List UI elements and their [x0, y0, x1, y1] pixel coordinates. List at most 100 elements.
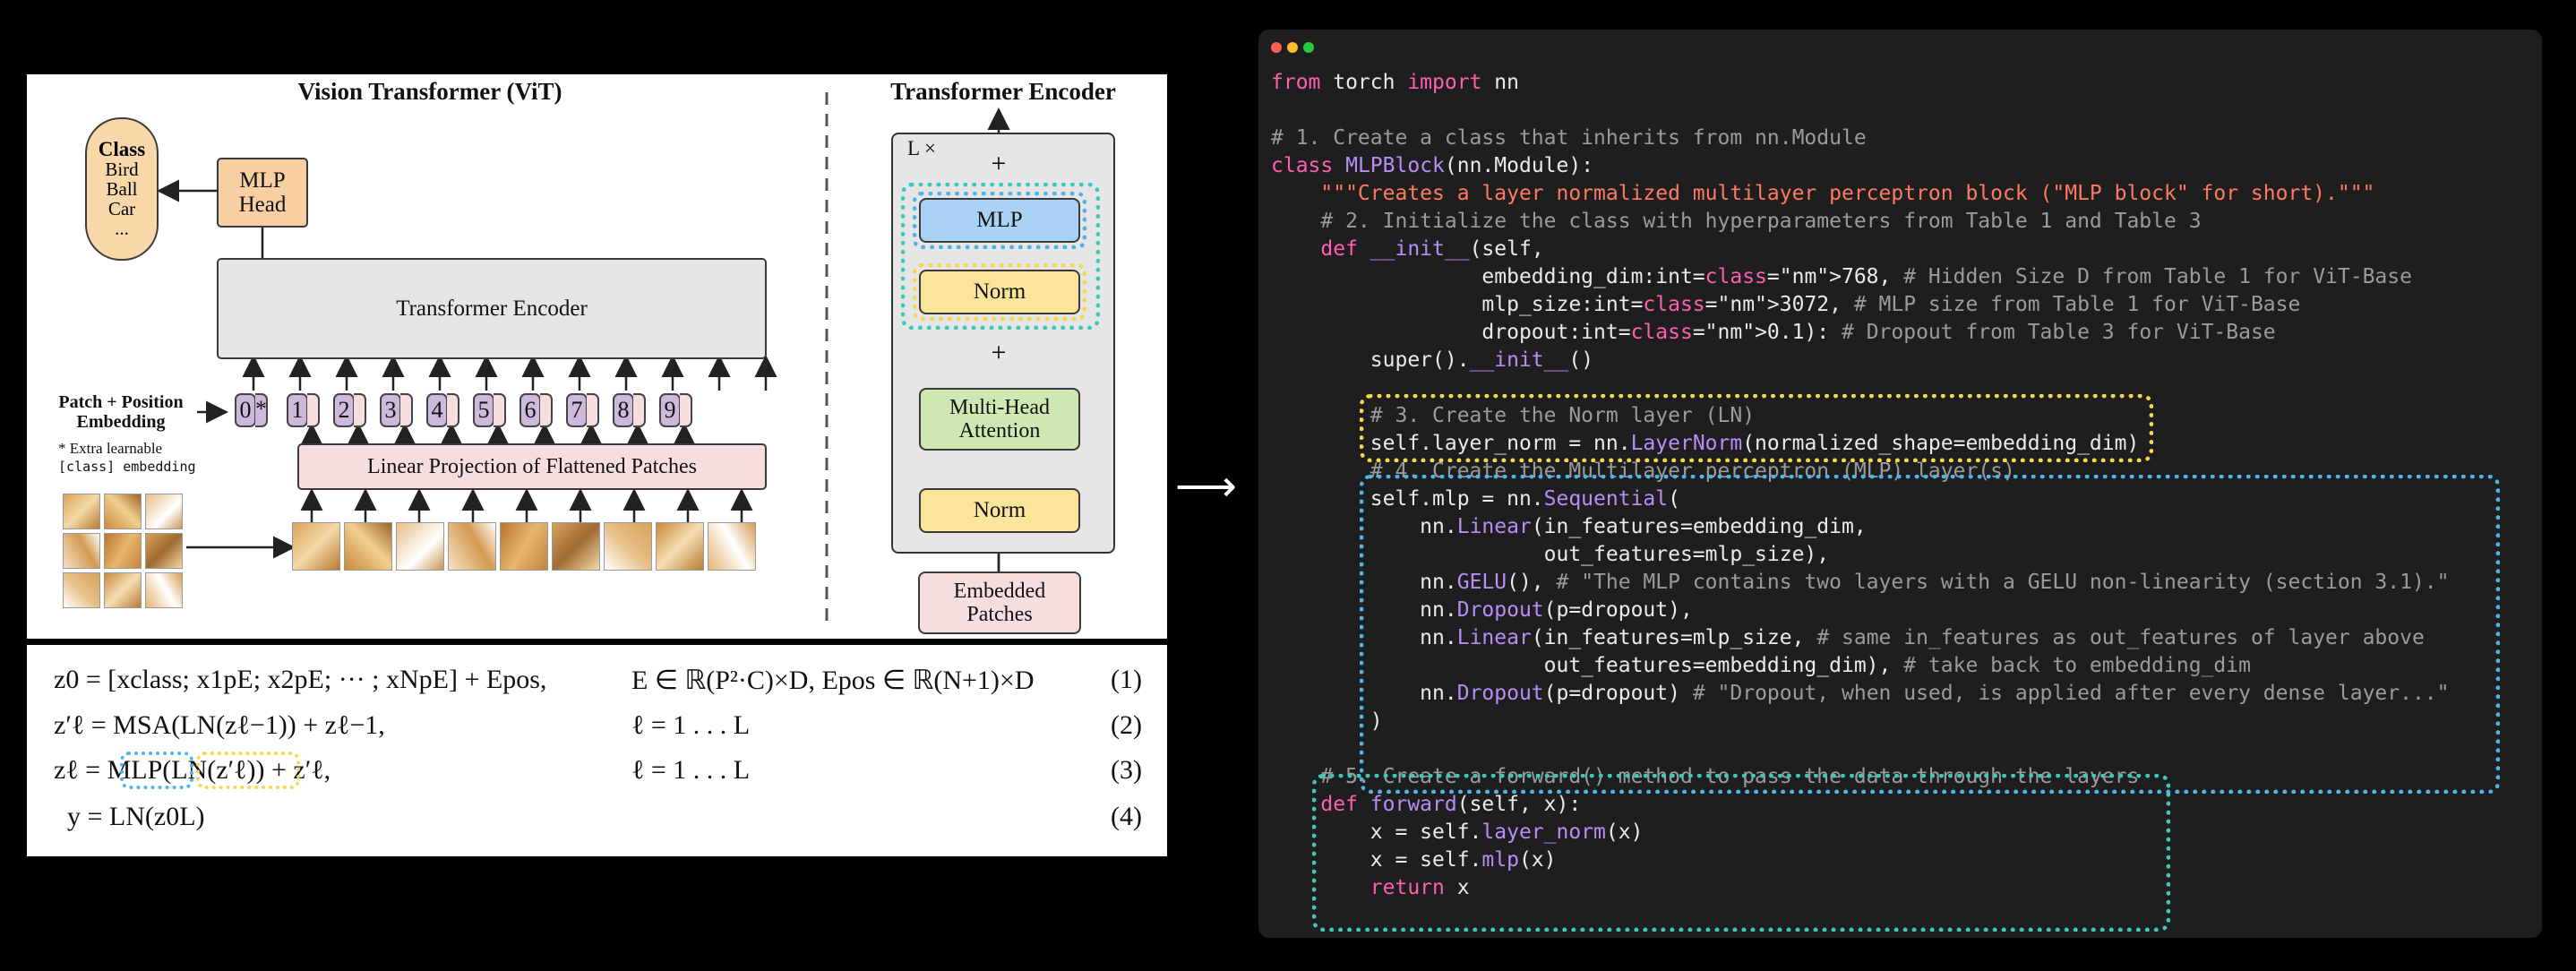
position-embedding	[587, 393, 599, 427]
code-line: out_features=embedding_dim), # take back…	[1271, 654, 2251, 677]
plus-bottom: +	[991, 338, 1007, 367]
code-window: from torch import nn# 1. Create a class …	[1258, 30, 2542, 938]
code-norm-highlight	[1360, 394, 2153, 462]
token-5: 5	[473, 393, 494, 427]
image-patch	[145, 572, 183, 608]
code-line: """Creates a layer normalized multilayer…	[1271, 182, 2375, 205]
image-patch	[604, 522, 652, 571]
image-patch	[344, 522, 392, 571]
patch-position-label: Patch + Position Embedding	[58, 392, 184, 432]
equation-4-lhs: y = LN(z0L)	[67, 802, 205, 831]
equation-mlp-highlight	[120, 752, 193, 789]
image-patch	[104, 572, 142, 608]
equation-2-cond: ℓ = 1 . . . L	[631, 710, 751, 740]
image-patch	[708, 522, 756, 571]
image-patch	[396, 522, 444, 571]
code-line: nn.Linear(in_features=mlp_size, # same i…	[1271, 626, 2425, 649]
class-item: Car	[107, 198, 136, 219]
equation-1-number: (1)	[1111, 665, 1142, 694]
code-line: nn.GELU(), # "The MLP contains two layer…	[1271, 571, 2450, 594]
position-embedding	[633, 393, 646, 427]
code-line: x = self.layer_norm(x)	[1271, 821, 1644, 844]
image-patch	[104, 533, 142, 569]
mlp-head-box: MLP Head	[217, 158, 308, 228]
image-patch	[448, 522, 496, 571]
code-line: return x	[1370, 876, 1470, 899]
encoder-mlp-box: MLP	[919, 198, 1080, 243]
code-line: def __init__(self,	[1320, 237, 1544, 261]
window-minimize-dot[interactable]	[1287, 42, 1298, 53]
position-embedding	[540, 393, 553, 427]
image-patch	[63, 533, 100, 569]
mlp-head-line2: Head	[238, 193, 287, 217]
position-embedding	[494, 393, 506, 427]
vit-title: Vision Transformer (ViT)	[297, 78, 562, 105]
image-patch	[500, 522, 548, 571]
vit-diagram-panel: Vision Transformer (ViT) Class Bird Ball…	[27, 74, 1167, 639]
code-line: out_features=mlp_size),	[1271, 543, 1830, 566]
code-line: def forward(self, x):	[1320, 793, 1582, 816]
transformer-encoder-box: Transformer Encoder	[217, 258, 767, 359]
token-class: 0	[235, 393, 256, 427]
plus-top: +	[991, 149, 1007, 178]
class-output-box: Class Bird Ball Car ...	[85, 117, 159, 261]
equation-1-lhs: z0 = [xclass; x1pE; x2pE; ··· ; xNpE] + …	[54, 665, 547, 694]
encoder-title: Transformer Encoder	[890, 78, 1116, 105]
equations-panel: z0 = [xclass; x1pE; x2pE; ··· ; xNpE] + …	[27, 645, 1167, 856]
image-patch	[145, 533, 183, 569]
encoder-norm-bottom-box: Norm	[919, 488, 1080, 533]
code-line: dropout:int=class="nm">0.1): # Dropout f…	[1271, 321, 2276, 344]
code-line: self.mlp = nn.Sequential(	[1271, 487, 1680, 511]
token-8: 8	[613, 393, 634, 427]
position-embedding	[255, 393, 268, 427]
mlp-head-line1: MLP	[239, 168, 286, 193]
equation-2-number: (2)	[1111, 710, 1142, 740]
code-line: nn.Dropout(p=dropout),	[1271, 598, 1693, 622]
token-7: 7	[566, 393, 588, 427]
image-patch	[292, 522, 340, 571]
image-patch	[552, 522, 600, 571]
code-line: # 3. Create the Norm layer (LN)	[1370, 404, 1756, 427]
position-embedding	[680, 393, 692, 427]
equation-4-number: (4)	[1111, 802, 1142, 831]
input-image-grid	[63, 494, 184, 608]
code-line: # 2. Initialize the class with hyperpara…	[1320, 210, 2202, 233]
code-line: )	[1271, 709, 1383, 733]
class-item: Ball	[106, 178, 138, 200]
equation-3-cond: ℓ = 1 . . . L	[631, 755, 751, 785]
position-embedding	[447, 393, 459, 427]
token-6: 6	[519, 393, 541, 427]
extra-learnable-label: * Extra learnable [class] embedding	[58, 440, 196, 475]
code-line: from torch import nn	[1271, 71, 1519, 94]
transition-arrow: ⟶	[1175, 461, 1237, 511]
code-forward-highlight	[1312, 774, 2170, 932]
image-patch	[63, 572, 100, 608]
code-line: nn.Dropout(p=dropout) # "Dropout, when u…	[1271, 682, 2450, 705]
encoder-repeat-label: L ×	[907, 137, 936, 159]
class-title: Class	[98, 138, 146, 160]
equation-1-cond: E ∈ ℝ(P²·C)×D, Epos ∈ ℝ(N+1)×D	[631, 666, 1035, 695]
mlp-sublayer-highlight	[901, 183, 1100, 330]
window-close-dot[interactable]	[1271, 42, 1282, 53]
position-embedding	[354, 393, 366, 427]
equation-norm-highlight	[196, 752, 300, 789]
token-9: 9	[659, 393, 681, 427]
code-line: x = self.mlp(x)	[1271, 848, 1557, 872]
embedded-patches-box: Embedded Patches	[918, 571, 1081, 634]
code-line: class MLPBlock(nn.Module):	[1271, 154, 1594, 177]
code-mlp-highlight	[1360, 475, 2500, 794]
token-2: 2	[333, 393, 355, 427]
position-embedding	[307, 393, 320, 427]
class-item: ...	[115, 218, 129, 239]
flattened-patch-row	[292, 522, 767, 571]
code-line: mlp_size:int=class="nm">3072, # MLP size…	[1271, 293, 2301, 316]
multi-head-attention-box: Multi-Head Attention	[919, 388, 1080, 451]
class-star: *	[255, 396, 267, 422]
image-patch	[63, 494, 100, 529]
position-embedding	[400, 393, 413, 427]
image-patch	[145, 494, 183, 529]
window-maximize-dot[interactable]	[1303, 42, 1314, 53]
image-patch	[656, 522, 704, 571]
equation-2-lhs: z′ℓ = MSA(LN(zℓ−1)) + zℓ−1,	[54, 710, 385, 740]
code-line: self.layer_norm = nn.LayerNorm(normalize…	[1271, 432, 2140, 455]
